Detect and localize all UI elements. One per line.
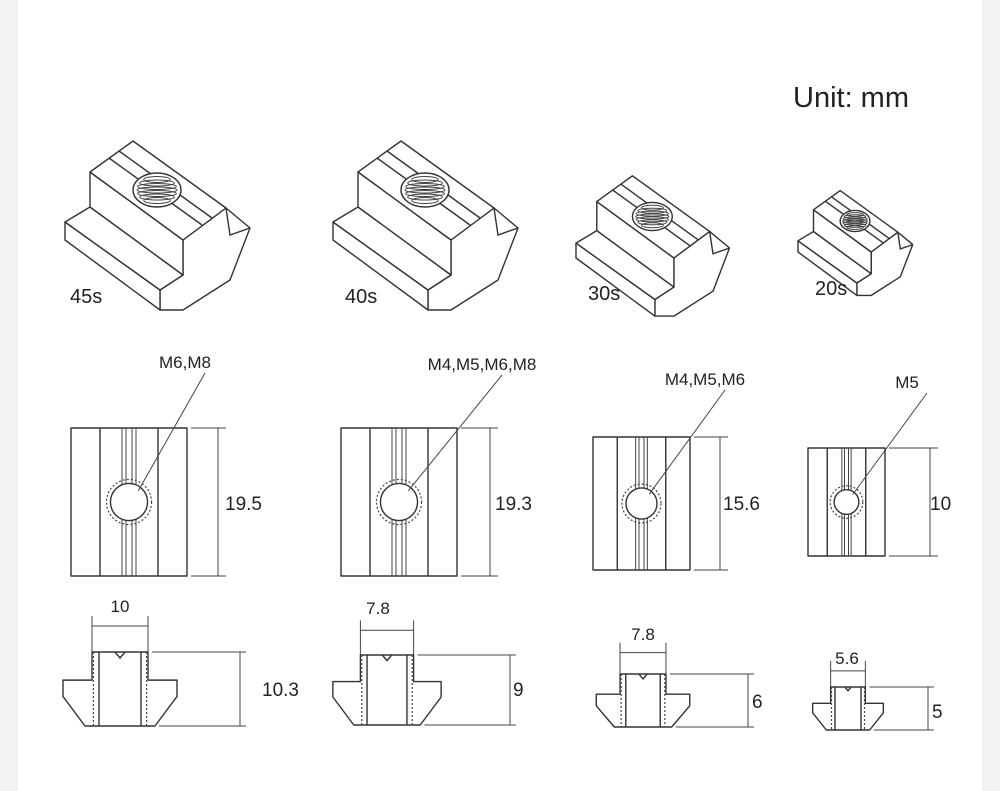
right-border (982, 0, 1000, 791)
top-view: M4,M5,M6,M8 19.3 (340, 355, 537, 577)
top-view: M6,M8 19.5 (70, 353, 262, 577)
profile-view: 7.86 (595, 625, 763, 728)
length-dimension: 19.5 (225, 494, 262, 515)
left-border (0, 0, 18, 791)
neck-width-dimension: 7.8 (631, 625, 655, 644)
profile-view: 5.65 (811, 649, 943, 731)
isometric-view: 30s (575, 175, 731, 317)
profile-view: 7.89 (332, 599, 524, 726)
series-label: 20s (815, 278, 847, 300)
height-dimension: 9 (513, 680, 524, 701)
isometric-view: 20s (797, 189, 914, 300)
thread-size-callout: M5 (895, 373, 919, 392)
thread-size-callout: M6,M8 (159, 353, 211, 372)
series-label: 45s (70, 286, 102, 308)
thread-size-callout: M4,M5,M6 (665, 370, 745, 389)
length-dimension: 15.6 (723, 494, 760, 515)
series-label: 30s (588, 283, 620, 305)
top-view: M4,M5,M6 15.6 (592, 370, 760, 571)
height-dimension: 5 (932, 702, 943, 723)
height-dimension: 6 (752, 692, 763, 713)
unit-label: Unit: mm (793, 82, 909, 114)
neck-width-dimension: 10 (111, 597, 130, 616)
thread-size-callout: M4,M5,M6,M8 (428, 355, 537, 374)
top-view: M5 10 (807, 373, 951, 557)
neck-width-dimension: 7.8 (366, 599, 390, 618)
series-label: 40s (345, 286, 377, 308)
length-dimension: 19.3 (495, 494, 532, 515)
neck-width-dimension: 5.6 (835, 649, 859, 668)
length-dimension: 10 (930, 494, 951, 515)
profile-view: 10 10.3 (62, 597, 299, 727)
isometric-view: 45s (64, 140, 251, 311)
isometric-view: 40s (332, 140, 519, 311)
height-dimension: 10.3 (262, 680, 299, 701)
